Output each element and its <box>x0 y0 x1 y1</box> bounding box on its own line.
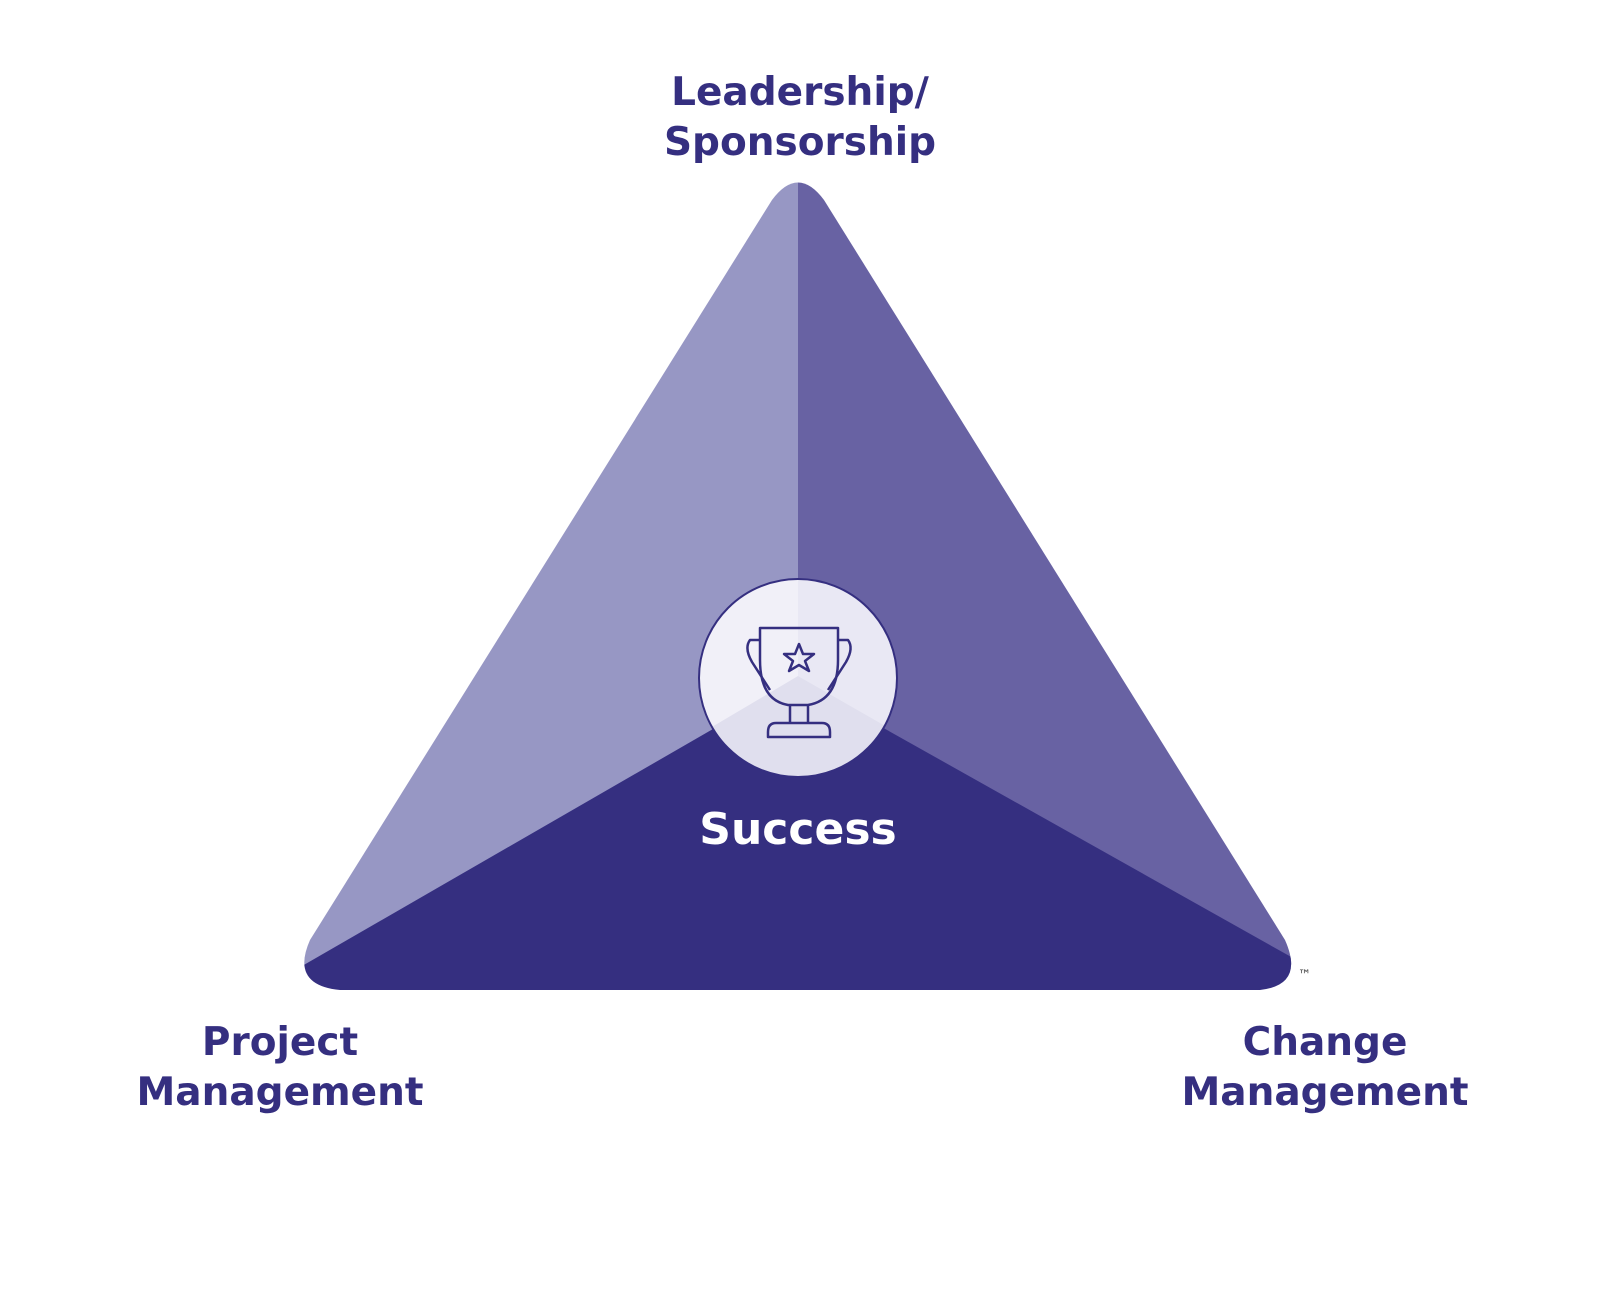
success-label: Success <box>699 804 897 855</box>
segment-project <box>304 680 1292 990</box>
label-line: Management <box>136 1070 424 1115</box>
label-project-management: Project Management <box>80 1018 480 1118</box>
label-change-management: Change Management <box>1125 1018 1525 1118</box>
label-line: Change <box>1242 1020 1408 1065</box>
label-line: Management <box>1181 1070 1469 1115</box>
label-line: Project <box>201 1020 359 1065</box>
label-leadership-sponsorship: Leadership/ Sponsorship <box>600 68 1000 168</box>
label-line: Sponsorship <box>663 120 937 165</box>
trophy-star-icon <box>746 626 852 739</box>
trademark-mark: ™ <box>1298 968 1311 983</box>
label-line: Leadership/ <box>671 70 929 115</box>
